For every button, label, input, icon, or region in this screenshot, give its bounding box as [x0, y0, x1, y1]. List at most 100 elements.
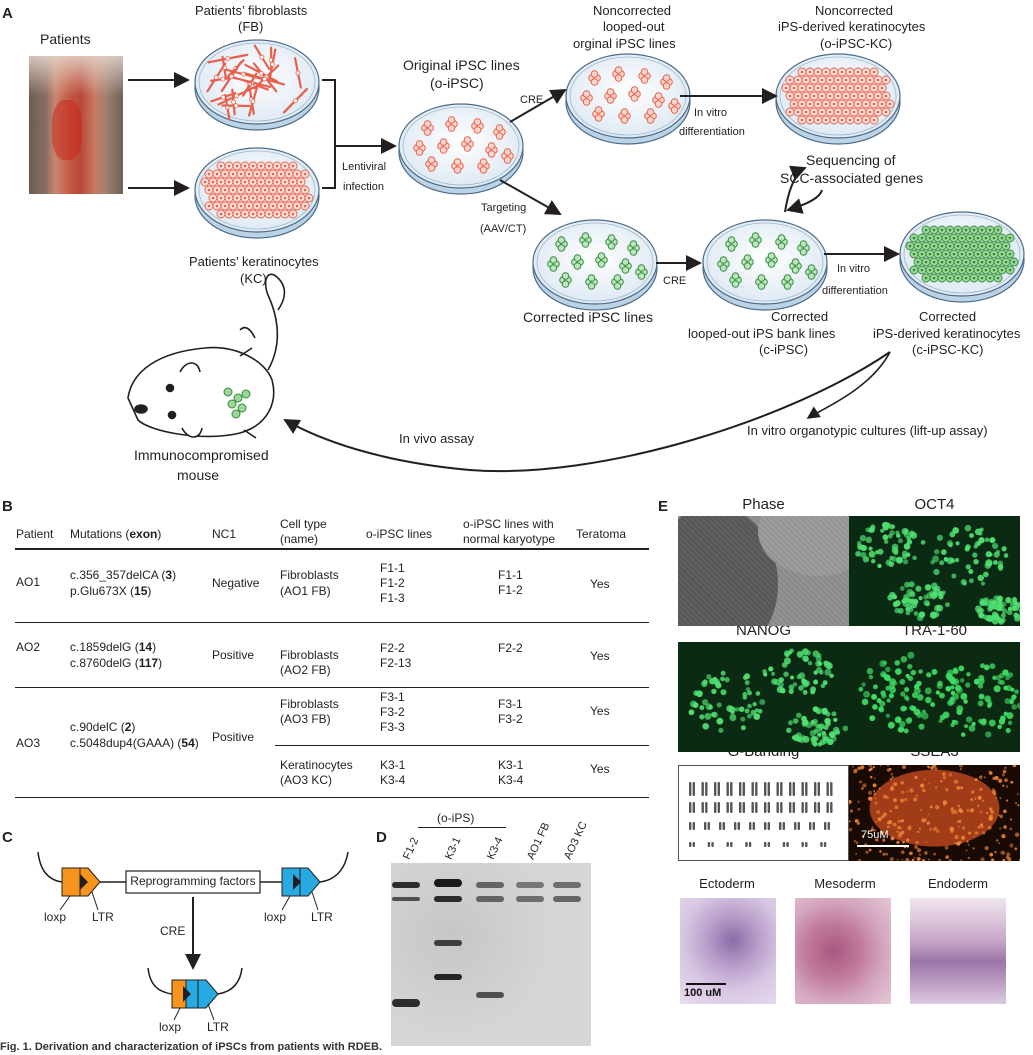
chromosome — [689, 822, 691, 830]
endoderm-image — [910, 898, 1006, 1004]
lane-label-4: AO3 KC — [561, 819, 592, 862]
blot-band-13 — [553, 896, 581, 902]
ltr-bottom: LTR — [207, 1020, 229, 1035]
chromosome — [702, 782, 704, 796]
ectoderm-image: 100 uM — [680, 898, 776, 1004]
label-ectoderm: Ectoderm — [672, 876, 782, 891]
row3b-normal-2: K3-4 — [498, 773, 523, 788]
chromosome — [820, 842, 822, 847]
o-ips-bracket-line — [418, 827, 506, 828]
row2-teratoma: Yes — [590, 649, 610, 664]
row1-line-1: F1-1 — [380, 561, 405, 576]
chromosome — [764, 842, 766, 847]
row2-line-2: F2-13 — [380, 656, 411, 671]
blot-band-8 — [476, 896, 504, 902]
chromosome — [752, 782, 754, 796]
figure-caption: Fig. 1. Derivation and characterization … — [0, 1040, 382, 1055]
chromosome — [777, 782, 779, 796]
row1-normal-1: F1-1 — [498, 568, 523, 583]
row3b-normal-1: K3-1 — [498, 758, 523, 773]
chromosome — [752, 802, 754, 813]
chromosome — [734, 822, 736, 830]
chromosome — [704, 822, 706, 830]
chromosome — [749, 822, 751, 830]
chromosome — [802, 842, 804, 847]
ltr-right — [300, 868, 320, 896]
row2-normal-1: F2-2 — [498, 641, 523, 656]
o-ips-group-label: (o-iPS) — [437, 811, 474, 826]
arrow-cre-1 — [510, 90, 565, 122]
row1-line-3: F1-3 — [380, 591, 405, 606]
gbanding-image — [678, 765, 849, 861]
loxp-bottom: loxp — [159, 1020, 181, 1035]
chromosome — [689, 782, 691, 796]
chromosome — [794, 822, 796, 830]
blot-band-1 — [392, 897, 420, 901]
chromosome — [802, 802, 804, 813]
blot-band-9 — [476, 992, 504, 998]
row2-line-1: F2-2 — [380, 641, 405, 656]
label-mesoderm: Mesoderm — [790, 876, 900, 891]
label-oct4: OCT4 — [849, 496, 1020, 513]
chromosome — [739, 782, 741, 796]
chromosome — [827, 782, 829, 796]
chromosome — [783, 842, 785, 847]
lane-label-3: AO1 FB — [524, 821, 554, 863]
row3b-line-2: K3-4 — [380, 773, 405, 788]
blot-band-11 — [516, 896, 544, 902]
row3-teratoma: Yes — [590, 704, 610, 719]
blot-band-6 — [434, 974, 462, 980]
chromosome — [779, 822, 781, 830]
panel-label-e: E — [658, 498, 668, 515]
arrow-targeting — [500, 180, 560, 214]
scale-label-75: 75uM — [861, 828, 889, 843]
loxp-left: loxp — [44, 910, 66, 925]
hdr-normal-1: o-iPSC lines with — [463, 517, 554, 532]
chromosome — [719, 822, 721, 830]
row3-normal-1: F3-1 — [498, 697, 523, 712]
chromosome — [802, 782, 804, 796]
ltr-left-label: LTR — [92, 910, 114, 925]
chromosome — [814, 802, 816, 813]
row3b-teratoma: Yes — [590, 762, 610, 777]
oct4-image — [849, 516, 1020, 626]
chromosome — [824, 822, 826, 830]
ltr-right-label: LTR — [311, 910, 333, 925]
row1-teratoma: Yes — [590, 577, 610, 592]
chromosome — [745, 842, 747, 847]
southern-blot — [391, 863, 591, 1046]
chromosome — [777, 802, 779, 813]
nanog-image — [678, 642, 849, 752]
blot-band-12 — [553, 882, 581, 888]
chromosome — [689, 842, 691, 847]
chromosome — [789, 802, 791, 813]
row3b-line-1: K3-1 — [380, 758, 405, 773]
mesoderm-image — [795, 898, 891, 1004]
scale-label-100: 100 uM — [684, 986, 721, 1001]
row3-normal-2: F3-2 — [498, 712, 523, 727]
chromosome — [809, 822, 811, 830]
dish-original-ipsc — [399, 104, 523, 194]
row3-line-3: F3-3 — [380, 720, 405, 735]
arrow-from-seq — [788, 190, 822, 210]
chromosome — [764, 802, 766, 813]
tra160-image — [849, 642, 1020, 752]
scale-bar-75 — [857, 845, 909, 847]
chromosome — [708, 842, 710, 847]
hdr-normal-2: normal karyotype — [463, 532, 555, 547]
label-phase: Phase — [678, 496, 849, 513]
chromosome — [764, 782, 766, 796]
hdr-teratoma: Teratoma — [576, 527, 626, 542]
blot-band-5 — [434, 940, 462, 946]
lane-label-2: K3-4 — [484, 835, 507, 862]
lane-label-0: F1-2 — [400, 835, 423, 862]
panel-c-diagram — [0, 0, 380, 1050]
dish-corrected-bank — [703, 220, 827, 310]
blot-band-4 — [434, 896, 462, 902]
row1-normal-2: F1-2 — [498, 583, 523, 598]
chromosome — [689, 802, 691, 813]
row3-line-1: F3-1 — [380, 690, 405, 705]
row1-line-2: F1-2 — [380, 576, 405, 591]
reprogramming-label: Reprogramming factors — [130, 874, 256, 889]
chromosome — [789, 782, 791, 796]
